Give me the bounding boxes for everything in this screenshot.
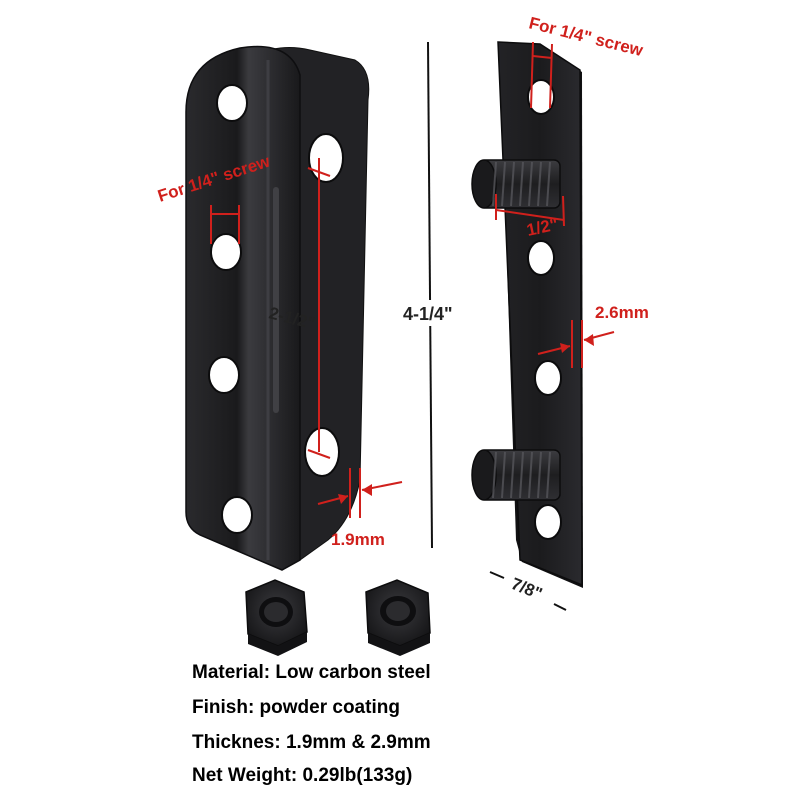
threaded-stud xyxy=(471,159,561,209)
hex-nut xyxy=(245,579,308,656)
hole xyxy=(208,356,240,394)
threaded-stud xyxy=(471,449,561,501)
spec-net-weight: Net Weight: 0.29lb(133g) xyxy=(192,765,413,786)
total-length-annotation: 4-1/4" xyxy=(400,41,472,549)
thickness-annotation-left: 1.9mm xyxy=(317,468,403,549)
hex-nut xyxy=(365,579,431,656)
hole xyxy=(527,240,555,276)
spec-material: Material: Low carbon steel xyxy=(192,662,431,683)
hole xyxy=(308,133,344,183)
svg-text:1.9mm: 1.9mm xyxy=(331,530,385,549)
hole xyxy=(216,84,248,122)
l-bracket xyxy=(185,45,370,571)
hole xyxy=(527,79,555,115)
hole xyxy=(534,360,562,396)
svg-text:4-1/4": 4-1/4" xyxy=(403,304,453,324)
hole xyxy=(304,427,340,477)
spec-finish: Finish: powder coating xyxy=(192,697,400,718)
thickness-annotation-right: 2.6mm xyxy=(537,303,649,368)
svg-text:7/8": 7/8" xyxy=(509,574,546,603)
straight-plate xyxy=(471,41,583,588)
hole xyxy=(534,504,562,540)
svg-text:2.6mm: 2.6mm xyxy=(595,303,649,322)
hole xyxy=(221,496,253,534)
hole xyxy=(210,233,242,271)
plate-width-annotation: 7/8" xyxy=(489,571,567,611)
spec-thickness: Thicknes: 1.9mm & 2.9mm xyxy=(192,732,431,753)
